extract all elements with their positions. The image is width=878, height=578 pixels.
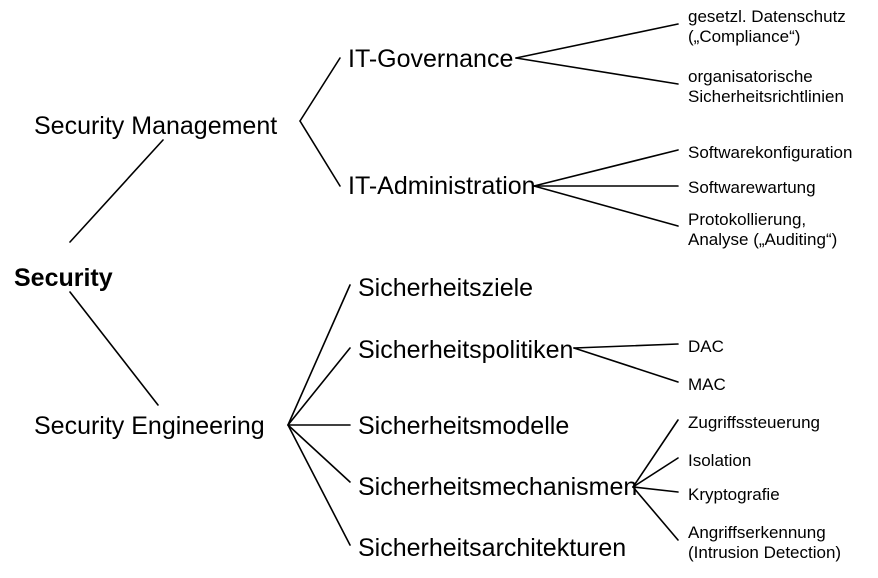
node-label-sicherheitsziele: Sicherheitsziele [358, 274, 533, 302]
node-label-protokollierung-analyse: Protokollierung,Analyse („Auditing“) [688, 210, 837, 249]
connector-line-security-management [69, 139, 164, 243]
node-label-softwarewartung: Softwarewartung [688, 178, 816, 197]
node-label-kryptografie: Kryptografie [688, 485, 780, 504]
node-label-line: organisatorische [688, 67, 813, 86]
node-label-security-root: Security [14, 264, 113, 292]
node-label-dac: DAC [688, 337, 724, 356]
node-label-line: MAC [688, 375, 726, 394]
node-label-line: Analyse („Auditing“) [688, 230, 837, 249]
connector-line-zugriffssteuerung [632, 419, 679, 488]
node-label-gesetzl-datenschutz: gesetzl. Datenschutz(„Compliance“) [688, 7, 846, 46]
connector-line-organisatorische-sicherheitsrichtlinien [515, 57, 679, 85]
node-label-line: Angriffserkennung [688, 523, 826, 542]
connector-line-security-engineering [69, 291, 159, 406]
connector-line-sicherheitsziele [287, 284, 351, 426]
connector-line-it-administration [299, 120, 341, 187]
node-label-line: („Compliance“) [688, 27, 800, 46]
node-label-line: DAC [688, 337, 724, 356]
connector-line-isolation [632, 457, 679, 488]
edges-layer [69, 23, 679, 546]
connector-line-dac [573, 343, 679, 349]
node-label-softwarekonfiguration: Softwarekonfiguration [688, 143, 852, 162]
connector-line-kryptografie [632, 486, 679, 493]
node-label-sicherheitspolitiken: Sicherheitspolitiken [358, 336, 573, 364]
connector-line-angriffserkennung [632, 486, 679, 541]
node-label-line: Zugriffssteuerung [688, 413, 820, 432]
node-label-angriffserkennung: Angriffserkennung(Intrusion Detection) [688, 523, 841, 562]
nodes-layer: Security Security Management IT-Governance… [14, 7, 852, 562]
node-label-line: Protokollierung, [688, 210, 806, 229]
connector-line-gesetzl-datenschutz [515, 23, 679, 59]
node-label-security-engineering: Security Engineering [34, 412, 265, 440]
node-label-security-management: Security Management [34, 112, 277, 140]
connector-line-sicherheitspolitiken [287, 347, 351, 426]
node-label-line: gesetzl. Datenschutz [688, 7, 846, 26]
node-label-zugriffssteuerung: Zugriffssteuerung [688, 413, 820, 432]
node-label-it-administration: IT-Administration [348, 172, 536, 200]
connector-line-it-governance [299, 57, 341, 122]
node-label-isolation: Isolation [688, 451, 751, 470]
connector-line-sicherheitsmechanismen [287, 424, 351, 483]
node-label-mac: MAC [688, 375, 726, 394]
node-label-sicherheitsmechanismen: Sicherheitsmechanismen [358, 473, 637, 501]
node-label-line: Isolation [688, 451, 751, 470]
node-label-line: Softwarekonfiguration [688, 143, 852, 162]
node-label-line: Kryptografie [688, 485, 780, 504]
connector-line-sicherheitsarchitekturen [287, 424, 351, 546]
connector-line-protokollierung-analyse [533, 185, 679, 227]
connector-line-softwarekonfiguration [533, 149, 679, 187]
node-label-line: Softwarewartung [688, 178, 816, 197]
node-label-line: Sicherheitsrichtlinien [688, 87, 844, 106]
node-label-line: (Intrusion Detection) [688, 543, 841, 562]
node-label-sicherheitsarchitekturen: Sicherheitsarchitekturen [358, 534, 626, 562]
node-label-it-governance: IT-Governance [348, 45, 513, 73]
connector-line-mac [573, 347, 679, 383]
node-label-sicherheitsmodelle: Sicherheitsmodelle [358, 412, 569, 440]
